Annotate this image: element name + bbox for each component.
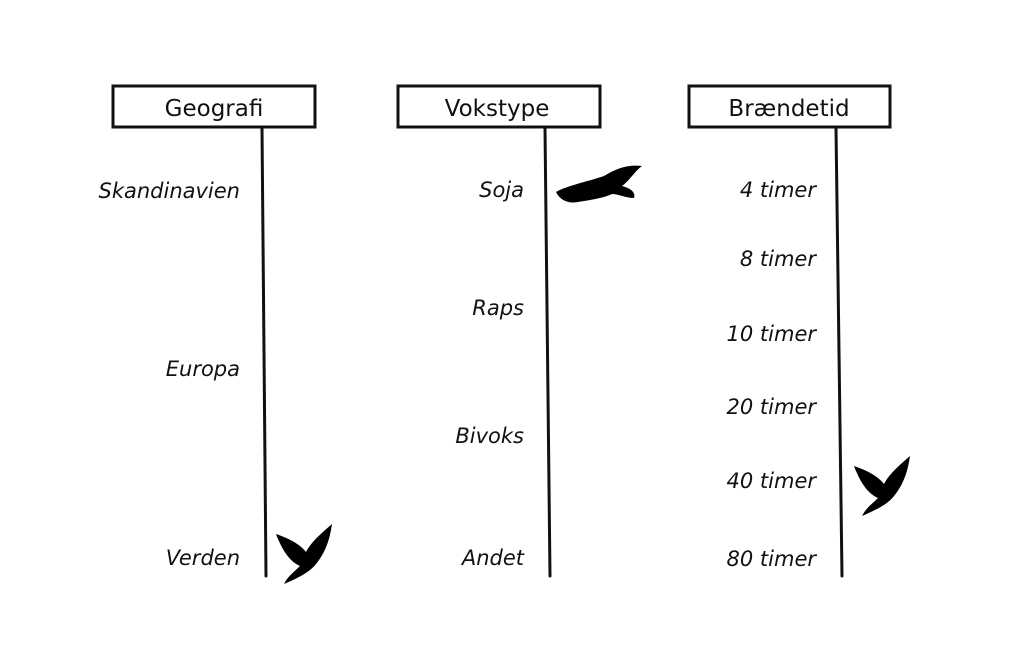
vokstype-header-box	[396, 84, 602, 129]
braendetid-label-8-timer: 8 timer	[740, 247, 817, 271]
geografi-bird-icon	[276, 524, 332, 584]
geografi-header-box	[111, 84, 317, 129]
geografi-axis	[260, 126, 268, 578]
column-vokstype: Vokstype Soja Raps Bivoks Andet	[396, 84, 642, 578]
vokstype-label-soja: Soja	[479, 178, 524, 202]
column-braendetid: Brændetid 4 timer 8 timer 10 timer 20 ti…	[687, 84, 910, 578]
braendetid-header-box	[687, 84, 892, 129]
braendetid-label-80-timer: 80 timer	[727, 547, 818, 571]
vokstype-axis	[543, 126, 552, 578]
column-geografi: Geografi Skandinavien Europa Verden	[98, 84, 332, 584]
braendetid-label-4-timer: 4 timer	[740, 178, 817, 202]
vokstype-bird-icon	[556, 165, 642, 203]
vokstype-label-raps: Raps	[472, 296, 524, 320]
geografi-label-europa: Europa	[166, 357, 240, 381]
geografi-label-verden: Verden	[166, 546, 240, 570]
braendetid-bird-icon	[854, 456, 910, 516]
geografi-header: Geografi	[165, 96, 264, 122]
geografi-label-skandinavien: Skandinavien	[98, 179, 240, 203]
braendetid-label-20-timer: 20 timer	[727, 395, 818, 419]
vokstype-header: Vokstype	[445, 96, 550, 122]
braendetid-label-10-timer: 10 timer	[727, 322, 818, 346]
braendetid-label-40-timer: 40 timer	[727, 469, 818, 493]
vokstype-label-bivoks: Bivoks	[455, 424, 524, 448]
braendetid-axis	[834, 126, 844, 578]
braendetid-header: Brændetid	[728, 96, 849, 122]
vokstype-label-andet: Andet	[460, 546, 525, 570]
